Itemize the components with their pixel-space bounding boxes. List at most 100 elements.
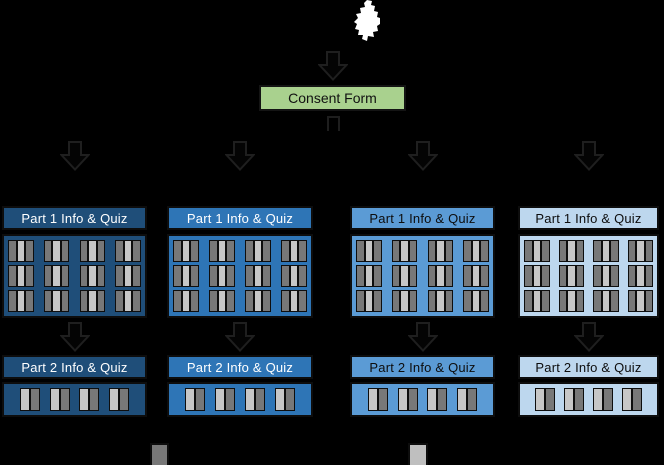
grid-cell-dark xyxy=(408,290,418,312)
grid-cell-dark xyxy=(444,290,454,312)
grid-cell-dark xyxy=(281,265,290,287)
grid-row xyxy=(524,265,653,287)
grid-row xyxy=(8,265,141,287)
grid-cell-light xyxy=(364,240,373,262)
cell-group xyxy=(209,265,235,287)
person-icon xyxy=(354,0,380,41)
part2-header: Part 2 Info & Quiz xyxy=(167,355,313,379)
cell-group xyxy=(173,240,199,262)
grid-row xyxy=(8,290,141,312)
grid-cell-dark xyxy=(132,290,141,312)
down-arrow-icon xyxy=(225,322,255,352)
part1-header: Part 1 Info & Quiz xyxy=(167,206,313,230)
grid-cell-dark xyxy=(43,265,53,287)
grid-cell-dark xyxy=(209,240,218,262)
grid-cell-light xyxy=(16,290,25,312)
grid-cell-dark xyxy=(356,240,365,262)
part2-header: Part 2 Info & Quiz xyxy=(350,355,495,379)
grid-cell-dark xyxy=(575,290,584,312)
grid-cell-dark xyxy=(480,265,489,287)
grid-cell-light xyxy=(289,265,299,287)
grid-cell-light xyxy=(457,388,468,411)
part2-grid xyxy=(350,382,495,417)
cell-group xyxy=(593,265,619,287)
part2-grid xyxy=(167,382,313,417)
grid-cell-light xyxy=(88,265,97,287)
cell-group xyxy=(463,290,489,312)
grid-cell-dark xyxy=(558,265,567,287)
grid-cell-dark xyxy=(281,290,290,312)
grid-cell-light xyxy=(217,240,227,262)
grid-cell-dark xyxy=(173,265,182,287)
grid-cell-light xyxy=(109,388,120,411)
grid-cell-light xyxy=(185,388,195,411)
grid-cell-dark xyxy=(603,388,613,411)
cell-group xyxy=(524,265,550,287)
cell-group xyxy=(627,290,653,312)
grid-cell-dark xyxy=(43,240,53,262)
grid-cell-dark xyxy=(427,240,437,262)
grid-cell-dark xyxy=(575,240,584,262)
grid-cell-dark xyxy=(356,265,365,287)
cell-group xyxy=(463,265,489,287)
cell-group xyxy=(457,388,478,411)
grid-cell-light xyxy=(123,290,133,312)
cell-group xyxy=(367,388,388,411)
grid-cell-dark xyxy=(593,240,602,262)
grid-cell-dark xyxy=(262,265,271,287)
grid-cell-dark xyxy=(89,388,100,411)
part1-header: Part 1 Info & Quiz xyxy=(518,206,659,230)
grid-cell-light xyxy=(52,290,61,312)
cell-group xyxy=(558,265,584,287)
grid-cell-dark xyxy=(558,290,567,312)
grid-cell-dark xyxy=(8,240,17,262)
grid-cell-dark xyxy=(574,388,584,411)
grid-cell-light xyxy=(567,265,576,287)
cell-group xyxy=(427,240,454,262)
cell-group xyxy=(535,388,555,411)
grid-cell-light xyxy=(601,240,610,262)
down-arrow-icon xyxy=(59,322,90,352)
grid-cell-light xyxy=(593,388,603,411)
grid-cell-dark xyxy=(541,240,550,262)
cell-group xyxy=(281,290,307,312)
cell-group xyxy=(356,265,382,287)
cell-group xyxy=(524,290,550,312)
grid-cell-dark xyxy=(79,265,89,287)
cell-group xyxy=(593,290,619,312)
cell-group xyxy=(209,240,235,262)
grid-cell-dark xyxy=(463,240,472,262)
grid-cell-light xyxy=(636,240,645,262)
grid-cell-dark xyxy=(226,290,235,312)
grid-cell-light xyxy=(253,240,263,262)
grid-cell-light xyxy=(532,265,541,287)
cell-group xyxy=(558,290,584,312)
grid-cell-dark xyxy=(593,265,602,287)
connector-shaft xyxy=(327,116,340,131)
grid-cell-light xyxy=(364,290,373,312)
cell-group xyxy=(8,265,34,287)
grid-cell-light xyxy=(601,290,610,312)
part1-grid xyxy=(167,234,313,318)
grid-cell-light xyxy=(181,290,190,312)
grid-cell-dark xyxy=(60,240,70,262)
grid-cell-dark xyxy=(391,240,401,262)
grid-cell-dark xyxy=(480,290,489,312)
cell-group xyxy=(463,240,489,262)
grid-cell-dark xyxy=(60,265,70,287)
grid-cell-light xyxy=(16,265,25,287)
grid-cell-dark xyxy=(427,265,437,287)
cell-group xyxy=(115,290,141,312)
part1-header: Part 1 Info & Quiz xyxy=(350,206,495,230)
grid-cell-dark xyxy=(190,290,199,312)
grid-cell-dark xyxy=(558,240,567,262)
grid-cell-dark xyxy=(610,265,619,287)
grid-cell-light xyxy=(567,240,576,262)
cell-group xyxy=(593,388,613,411)
grid-cell-dark xyxy=(25,290,34,312)
grid-cell-light xyxy=(601,265,610,287)
down-arrow-icon xyxy=(573,141,604,171)
